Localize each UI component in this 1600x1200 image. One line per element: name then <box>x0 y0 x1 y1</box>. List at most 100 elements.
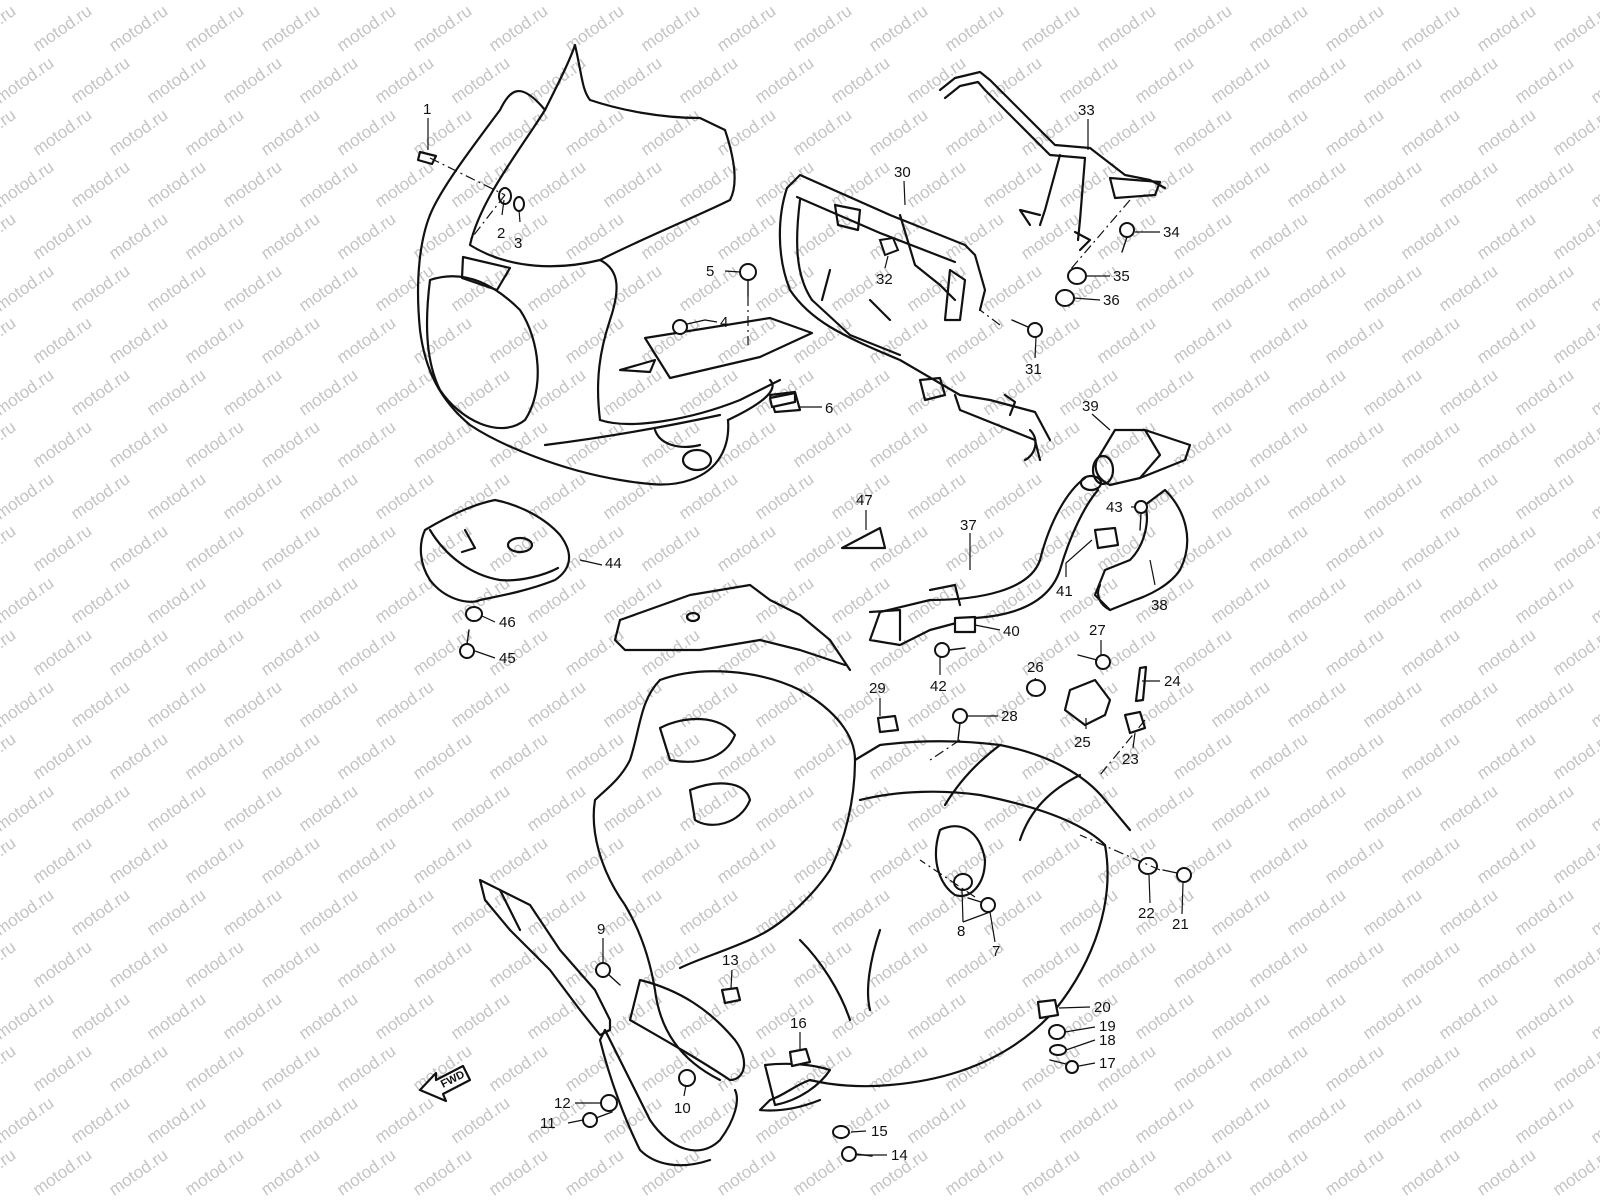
watermark-text: motod.ru <box>599 157 665 211</box>
watermark-text: motod.ru <box>751 781 817 835</box>
watermark-text: motod.ru <box>1473 1 1539 55</box>
watermark-text: motod.ru <box>713 417 779 471</box>
watermark-text: motod.ru <box>637 521 703 575</box>
watermark-text: motod.ru <box>333 1145 399 1199</box>
watermark-text: motod.ru <box>181 209 247 263</box>
callout-39: 39 <box>1082 398 1099 415</box>
callout-26: 26 <box>1027 659 1044 676</box>
watermark-text: motod.ru <box>713 105 779 159</box>
watermark-text: motod.ru <box>181 521 247 575</box>
watermark-text: motod.ru <box>181 313 247 367</box>
watermark-text: motod.ru <box>789 1 855 55</box>
watermark-text: motod.ru <box>941 833 1007 887</box>
watermark-text: motod.ru <box>447 261 513 315</box>
watermark-text: motod.ru <box>561 105 627 159</box>
watermark-text: motod.ru <box>979 469 1045 523</box>
watermark-text: motod.ru <box>257 833 323 887</box>
watermark-text: motod.ru <box>1055 573 1121 627</box>
watermark-text: motod.ru <box>0 53 57 107</box>
watermark-text: motod.ru <box>1245 313 1311 367</box>
callout-7: 7 <box>992 943 1000 960</box>
watermark-text: motod.ru <box>1093 105 1159 159</box>
callout-47: 47 <box>856 492 873 509</box>
watermark-text: motod.ru <box>1397 1 1463 55</box>
watermark-text: motod.ru <box>713 209 779 263</box>
watermark-text: motod.ru <box>105 1 171 55</box>
watermark-text: motod.ru <box>1549 1145 1600 1199</box>
watermark-text: motod.ru <box>1511 781 1577 835</box>
watermark-text: motod.ru <box>257 417 323 471</box>
callout-46: 46 <box>499 614 516 631</box>
watermark-text: motod.ru <box>827 0 893 3</box>
watermark-text: motod.ru <box>675 0 741 3</box>
watermark-text: motod.ru <box>675 573 741 627</box>
watermark-text: motod.ru <box>599 885 665 939</box>
watermark-text: motod.ru <box>409 1145 475 1199</box>
watermark-text: motod.ru <box>181 833 247 887</box>
watermark-text: motod.ru <box>1207 677 1273 731</box>
watermark-text: motod.ru <box>181 417 247 471</box>
watermark-text: motod.ru <box>637 937 703 991</box>
watermark-text: motod.ru <box>1587 677 1600 731</box>
watermark-text: motod.ru <box>599 53 665 107</box>
watermark-text: motod.ru <box>1245 1145 1311 1199</box>
watermark-text: motod.ru <box>979 261 1045 315</box>
watermark-text: motod.ru <box>1397 625 1463 679</box>
watermark-text: motod.ru <box>295 469 361 523</box>
watermark-text: motod.ru <box>0 469 57 523</box>
watermark-text: motod.ru <box>979 157 1045 211</box>
watermark-text: motod.ru <box>941 625 1007 679</box>
watermark-text: motod.ru <box>599 0 665 3</box>
watermark-text: motod.ru <box>1321 729 1387 783</box>
watermark-text: motod.ru <box>1055 1093 1121 1147</box>
callout-10: 10 <box>674 1100 691 1117</box>
callout-44: 44 <box>605 555 622 572</box>
inner-cover <box>419 498 571 603</box>
watermark-text: motod.ru <box>1055 0 1121 3</box>
watermark-text: motod.ru <box>713 833 779 887</box>
air-duct-right <box>1093 488 1189 612</box>
watermark-text: motod.ru <box>827 157 893 211</box>
watermark-text: motod.ru <box>0 261 57 315</box>
watermark-text: motod.ru <box>219 1093 285 1147</box>
watermark-text: motod.ru <box>1207 365 1273 419</box>
watermark-text: motod.ru <box>105 833 171 887</box>
watermark-text: motod.ru <box>1321 625 1387 679</box>
watermark-text: motod.ru <box>637 1145 703 1199</box>
callout-36: 36 <box>1103 292 1120 309</box>
watermark-text: motod.ru <box>219 781 285 835</box>
watermark-text: motod.ru <box>409 937 475 991</box>
watermark-text: motod.ru <box>105 937 171 991</box>
watermark-text: motod.ru <box>1549 417 1600 471</box>
watermark-text: motod.ru <box>295 781 361 835</box>
watermark-text: motod.ru <box>1245 521 1311 575</box>
watermark-text: motod.ru <box>1435 573 1501 627</box>
watermark-text: motod.ru <box>105 417 171 471</box>
watermark-text: motod.ru <box>295 573 361 627</box>
watermark-text: motod.ru <box>1093 1 1159 55</box>
watermark-text: motod.ru <box>219 989 285 1043</box>
callout-34: 34 <box>1163 224 1180 241</box>
watermark-text: motod.ru <box>865 105 931 159</box>
watermark-text: motod.ru <box>903 365 969 419</box>
watermark-text: motod.ru <box>789 729 855 783</box>
watermark-text: motod.ru <box>0 573 57 627</box>
watermark-text: motod.ru <box>789 417 855 471</box>
watermark-text: motod.ru <box>181 625 247 679</box>
watermark-text: motod.ru <box>1359 677 1425 731</box>
watermark-text: motod.ru <box>29 833 95 887</box>
watermark-text: motod.ru <box>1321 209 1387 263</box>
watermark-text: motod.ru <box>1017 313 1083 367</box>
watermark-text: motod.ru <box>1017 1 1083 55</box>
watermark-text: motod.ru <box>257 1145 323 1199</box>
watermark-text: motod.ru <box>29 209 95 263</box>
watermark-text: motod.ru <box>485 937 551 991</box>
watermark-text: motod.ru <box>447 469 513 523</box>
callout-32: 32 <box>876 271 893 288</box>
watermark-text: motod.ru <box>751 53 817 107</box>
watermark-text: motod.ru <box>333 105 399 159</box>
watermark-text: motod.ru <box>1473 313 1539 367</box>
watermark-text: motod.ru <box>1093 313 1159 367</box>
watermark-text: motod.ru <box>1283 469 1349 523</box>
